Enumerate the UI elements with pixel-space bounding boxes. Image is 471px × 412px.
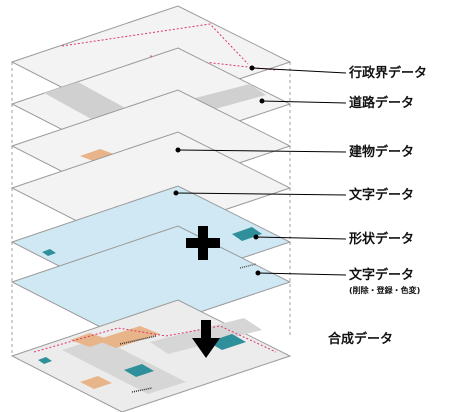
label-text-edit-data: 文字データ [349, 268, 415, 283]
text-edit-marks [239, 263, 257, 269]
layer-text-edit-sheet [10, 225, 292, 339]
shape-mark-3 [232, 227, 262, 241]
label-text-edit-sub: (削除・登録・色変) [349, 286, 421, 295]
leader-lines [173, 65, 347, 276]
layer-result-sheet [10, 299, 292, 412]
label-shape-data: 形状データ [349, 232, 415, 247]
shape-mark-1 [42, 249, 56, 256]
label-boundary-data: 行政界データ [349, 66, 428, 81]
plus-icon [186, 226, 220, 260]
boundary-line [61, 23, 249, 65]
label-text-data: 文字データ [349, 188, 415, 203]
label-building-data: 建物データ [349, 145, 415, 160]
label-road-data: 道路データ [349, 96, 415, 111]
down-arrow-icon [192, 320, 220, 358]
label-composite-data: 合成データ [328, 332, 394, 347]
